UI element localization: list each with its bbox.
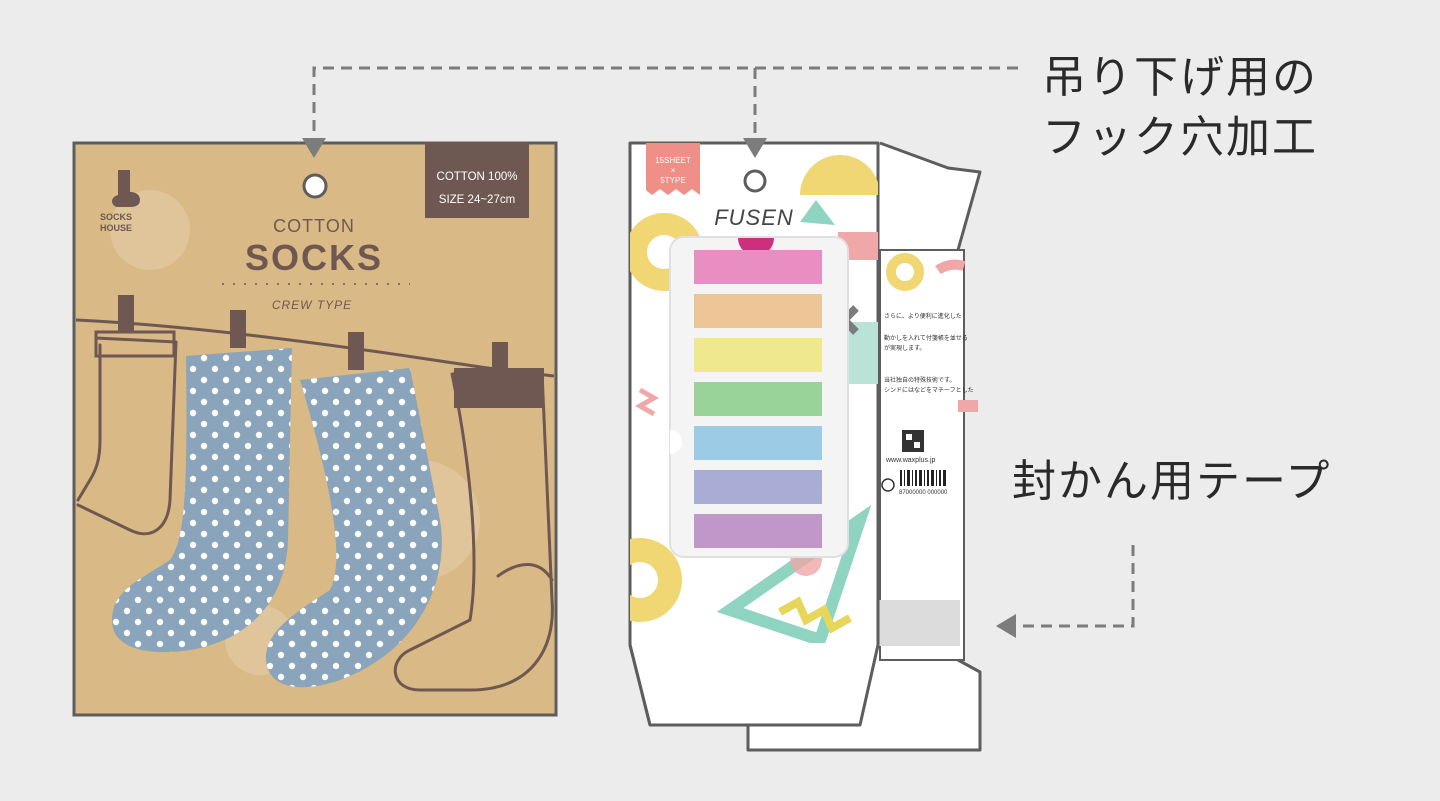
badge-line1: 15SHEET <box>655 156 691 165</box>
hook-callout-line2: フック穴加工 <box>1042 112 1318 163</box>
back-url: www.waxplus.jp <box>885 457 936 464</box>
arrow-head-socks <box>302 138 326 158</box>
qr-code <box>902 430 924 452</box>
badge-line3: 5TYPE <box>660 176 685 185</box>
sock-logo-icon <box>112 170 140 207</box>
spec-line1: COTTON 100% <box>437 171 518 183</box>
sheet-badge <box>646 143 700 195</box>
hook-callout-line1: 吊り下げ用の <box>1042 52 1318 103</box>
back-text-2: 動かしを入れて付箋帳を並せる <box>884 334 968 342</box>
callout-arrows <box>312 66 1135 628</box>
sticky-tab-3 <box>694 338 822 372</box>
card-subtitle: COTTON <box>273 216 355 236</box>
barcode-number: 87000000 000000 <box>899 490 948 496</box>
box-back-panel <box>879 249 965 661</box>
back-text-3: が実現します。 <box>884 344 925 352</box>
tape-area <box>878 600 960 646</box>
hook-hole-callout: 吊り下げ用の フック穴加工 <box>1042 48 1318 168</box>
socks-hook-hole <box>302 173 328 199</box>
sticky-tab-6 <box>694 470 822 504</box>
card-type: CREW TYPE <box>272 298 352 312</box>
barcode <box>900 470 946 486</box>
socks-card: SOCKS HOUSE COTTON 100% SIZE 24~27cm COT… <box>72 141 558 717</box>
box-hook-hole <box>743 169 767 193</box>
back-text-5: シンドにはなどをマチーフとした <box>884 386 974 394</box>
sticky-tab-1 <box>694 250 822 284</box>
sticky-tabs <box>694 250 822 548</box>
sticky-tab-4 <box>694 382 822 416</box>
sticky-note-box: さらに、より便利に進化した 動かしを入れて付箋帳を並せる が実現します。 当社独… <box>628 141 982 752</box>
card-title: SOCKS <box>245 237 383 278</box>
spec-line2: SIZE 24~27cm <box>439 194 515 206</box>
sticky-tab-2 <box>694 294 822 328</box>
badge-line2: × <box>671 166 676 175</box>
back-text-1: さらに、より便利に進化した <box>884 312 962 320</box>
blue-sock-left <box>112 348 292 653</box>
box-title: FUSEN <box>714 205 794 230</box>
brand-line1: SOCKS <box>100 212 132 222</box>
blue-sock-right <box>265 368 442 688</box>
arrow-head-tape <box>996 614 1016 638</box>
sticky-tab-5 <box>694 426 822 460</box>
spec-box <box>425 143 529 218</box>
sticky-tab-7 <box>694 514 822 548</box>
back-text-4: 当社独自の特殊技術です。 <box>884 376 955 384</box>
brand-line2: HOUSE <box>100 223 132 233</box>
arrow-head-box <box>743 138 767 158</box>
seal-tape-callout: 封かん用テープ <box>1012 456 1332 507</box>
